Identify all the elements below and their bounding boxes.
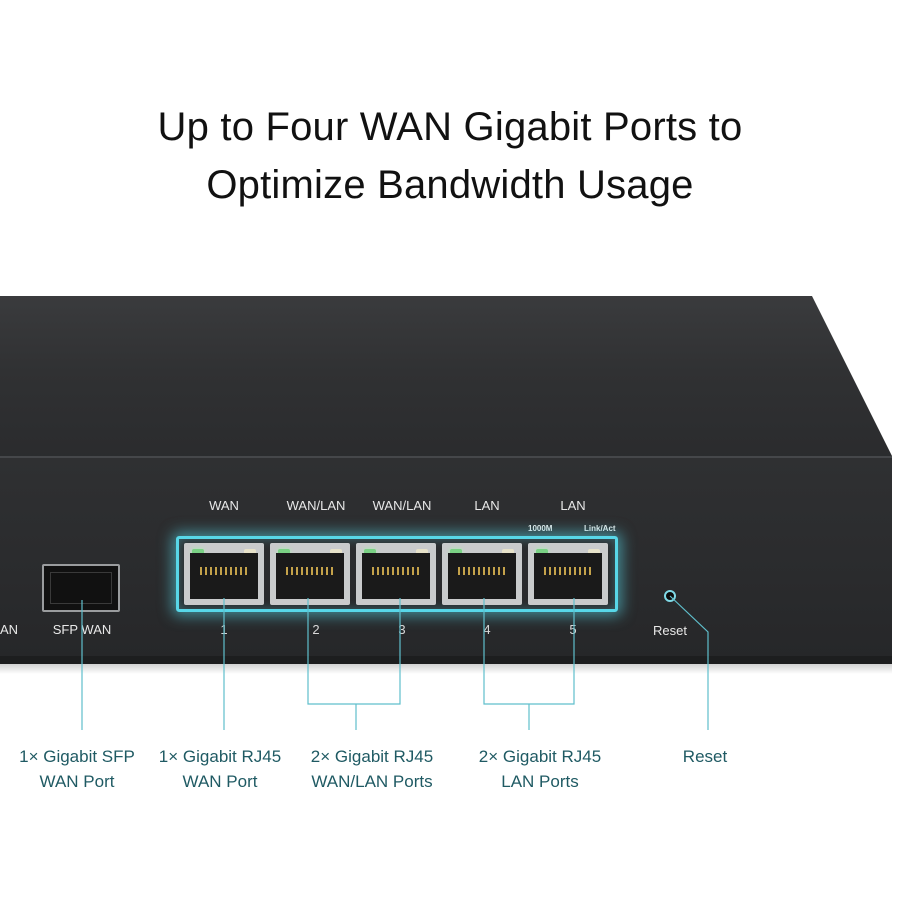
device-base bbox=[0, 656, 892, 664]
callout-reset-line-1: Reset bbox=[682, 747, 728, 766]
sfp-wan-port bbox=[42, 564, 120, 612]
callout-rj45-lan-line-1: 2× Gigabit RJ45 bbox=[478, 747, 602, 766]
callout-rj45-wan-lan: 2× Gigabit RJ45 WAN/LAN Ports bbox=[311, 744, 433, 794]
callout-rj45-lan-line-2: LAN Ports bbox=[501, 772, 579, 791]
port-4-led-activity bbox=[502, 549, 514, 555]
port-5-pins bbox=[544, 567, 592, 575]
headline: Up to Four WAN Gigabit Ports to Optimize… bbox=[0, 98, 900, 214]
leader-reset bbox=[669, 595, 709, 730]
callout-sfp-wan: 1× Gigabit SFP WAN Port bbox=[19, 744, 135, 794]
headline-line-2: Optimize Bandwidth Usage bbox=[206, 163, 694, 207]
port-label-wan-lan-1: WAN/LAN bbox=[286, 498, 346, 513]
port-1-led-speed bbox=[192, 549, 204, 555]
leader-lan-bracket bbox=[483, 598, 575, 705]
port-number-3: 3 bbox=[398, 622, 406, 637]
port-5-led-activity bbox=[588, 549, 600, 555]
callout-rj45-wan-line-1: 1× Gigabit RJ45 bbox=[158, 747, 282, 766]
port-label-lan-2: LAN bbox=[560, 498, 586, 513]
port-5-socket bbox=[534, 553, 602, 599]
port-number-4: 4 bbox=[483, 622, 491, 637]
callout-rj45-wan-line-2: WAN Port bbox=[182, 772, 258, 791]
led-label-activity: Link/Act bbox=[584, 524, 616, 533]
rj45-port-5 bbox=[528, 543, 608, 605]
port-3-pins bbox=[372, 567, 420, 575]
callout-sfp-line-2: WAN Port bbox=[39, 772, 115, 791]
port-number-5: 5 bbox=[569, 622, 577, 637]
port-2-socket bbox=[276, 553, 344, 599]
port-4-led-speed bbox=[450, 549, 462, 555]
rj45-port-2 bbox=[270, 543, 350, 605]
router-device bbox=[0, 296, 900, 676]
device-shadow bbox=[0, 664, 892, 674]
port-3-led-speed bbox=[364, 549, 376, 555]
port-label-lan-1: LAN bbox=[474, 498, 500, 513]
headline-line-1: Up to Four WAN Gigabit Ports to bbox=[157, 105, 743, 149]
callout-reset: Reset bbox=[683, 744, 727, 769]
callout-sfp-line-1: 1× Gigabit SFP bbox=[19, 747, 135, 766]
port-4-socket bbox=[448, 553, 516, 599]
reset-label: Reset bbox=[653, 623, 687, 638]
callout-rj45-wan: 1× Gigabit RJ45 WAN Port bbox=[159, 744, 281, 794]
rj45-port-3 bbox=[356, 543, 436, 605]
left-cut-port-label: AN bbox=[0, 622, 19, 637]
callout-rj45-wan-lan-line-2: WAN/LAN Ports bbox=[311, 772, 433, 791]
rj45-port-1 bbox=[184, 543, 264, 605]
led-label-speed: 1000M bbox=[528, 524, 553, 533]
port-4-pins bbox=[458, 567, 506, 575]
port-2-led-speed bbox=[278, 549, 290, 555]
rj45-port-4 bbox=[442, 543, 522, 605]
callout-rj45-lan: 2× Gigabit RJ45 LAN Ports bbox=[479, 744, 601, 794]
port-1-pins bbox=[200, 567, 248, 575]
port-1-led-activity bbox=[244, 549, 256, 555]
port-label-wan: WAN bbox=[209, 498, 239, 513]
port-1-socket bbox=[190, 553, 258, 599]
port-number-2: 2 bbox=[312, 622, 320, 637]
port-3-socket bbox=[362, 553, 430, 599]
leader-wan-lan-bracket bbox=[307, 598, 401, 705]
device-top-surface bbox=[0, 296, 892, 464]
port-5-led-speed bbox=[536, 549, 548, 555]
port-2-pins bbox=[286, 567, 334, 575]
port-3-led-activity bbox=[416, 549, 428, 555]
port-label-wan-lan-2: WAN/LAN bbox=[372, 498, 432, 513]
callout-rj45-wan-lan-line-1: 2× Gigabit RJ45 bbox=[310, 747, 434, 766]
wan-ports-highlight bbox=[176, 536, 618, 612]
port-2-led-activity bbox=[330, 549, 342, 555]
